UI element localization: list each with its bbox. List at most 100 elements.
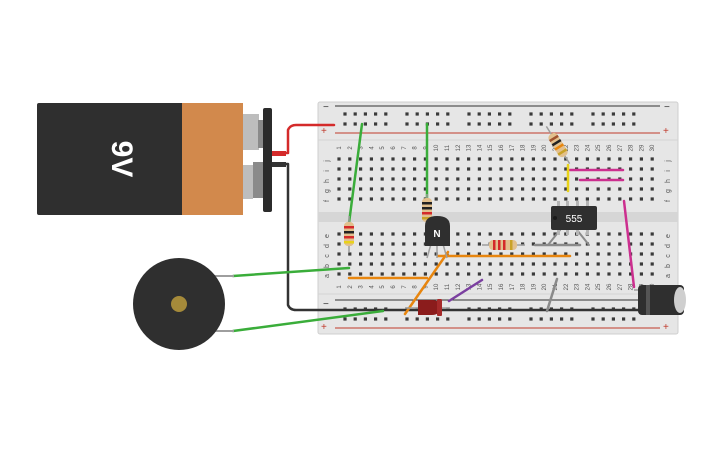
- terminal-hole[interactable]: [618, 262, 622, 266]
- rail-hole[interactable]: [591, 122, 595, 126]
- rail-hole[interactable]: [560, 317, 564, 321]
- terminal-hole[interactable]: [402, 242, 406, 246]
- terminal-hole[interactable]: [553, 177, 557, 181]
- terminal-hole[interactable]: [531, 187, 535, 191]
- terminal-hole[interactable]: [618, 187, 622, 191]
- terminal-hole[interactable]: [488, 262, 492, 266]
- terminal-hole[interactable]: [618, 157, 622, 161]
- terminal-hole[interactable]: [575, 252, 579, 256]
- terminal-hole[interactable]: [575, 197, 579, 201]
- terminal-hole[interactable]: [488, 232, 492, 236]
- terminal-hole[interactable]: [531, 197, 535, 201]
- terminal-hole[interactable]: [564, 187, 568, 191]
- terminal-hole[interactable]: [542, 262, 546, 266]
- resistor-horizontal[interactable]: [482, 240, 525, 250]
- terminal-hole[interactable]: [413, 167, 417, 171]
- terminal-hole[interactable]: [618, 252, 622, 256]
- rail-hole[interactable]: [601, 112, 605, 116]
- rail-hole[interactable]: [353, 122, 357, 126]
- terminal-hole[interactable]: [575, 272, 579, 276]
- terminal-hole[interactable]: [639, 232, 643, 236]
- rail-hole[interactable]: [539, 317, 543, 321]
- terminal-hole[interactable]: [585, 187, 589, 191]
- rail-hole[interactable]: [425, 317, 429, 321]
- rail-hole[interactable]: [436, 317, 440, 321]
- terminal-hole[interactable]: [531, 242, 535, 246]
- terminal-hole[interactable]: [510, 232, 514, 236]
- rail-hole[interactable]: [549, 122, 553, 126]
- rail-hole[interactable]: [632, 122, 636, 126]
- terminal-hole[interactable]: [445, 177, 449, 181]
- terminal-hole[interactable]: [402, 157, 406, 161]
- rail-hole[interactable]: [477, 112, 481, 116]
- terminal-hole[interactable]: [629, 187, 633, 191]
- rail-hole[interactable]: [384, 112, 388, 116]
- terminal-hole[interactable]: [359, 167, 363, 171]
- rail-hole[interactable]: [529, 112, 533, 116]
- led-red[interactable]: [405, 299, 450, 316]
- terminal-hole[interactable]: [359, 242, 363, 246]
- terminal-hole[interactable]: [337, 252, 341, 256]
- terminal-hole[interactable]: [391, 187, 395, 191]
- rail-hole[interactable]: [353, 112, 357, 116]
- terminal-hole[interactable]: [553, 157, 557, 161]
- terminal-hole[interactable]: [575, 187, 579, 191]
- terminal-hole[interactable]: [369, 167, 373, 171]
- terminal-hole[interactable]: [380, 167, 384, 171]
- terminal-hole[interactable]: [359, 232, 363, 236]
- wire-orange-diagonal[interactable]: [403, 250, 450, 316]
- rail-hole[interactable]: [415, 317, 419, 321]
- terminal-hole[interactable]: [402, 167, 406, 171]
- terminal-hole[interactable]: [423, 187, 427, 191]
- terminal-hole[interactable]: [359, 197, 363, 201]
- terminal-hole[interactable]: [369, 242, 373, 246]
- terminal-hole[interactable]: [359, 177, 363, 181]
- rail-hole[interactable]: [591, 112, 595, 116]
- terminal-hole[interactable]: [542, 157, 546, 161]
- terminal-hole[interactable]: [369, 252, 373, 256]
- terminal-hole[interactable]: [467, 187, 471, 191]
- terminal-hole[interactable]: [499, 262, 503, 266]
- terminal-hole[interactable]: [477, 272, 481, 276]
- terminal-hole[interactable]: [348, 157, 352, 161]
- terminal-hole[interactable]: [596, 242, 600, 246]
- terminal-hole[interactable]: [629, 242, 633, 246]
- terminal-hole[interactable]: [456, 167, 460, 171]
- terminal-hole[interactable]: [650, 167, 654, 171]
- rail-hole[interactable]: [436, 112, 440, 116]
- terminal-hole[interactable]: [391, 232, 395, 236]
- terminal-hole[interactable]: [434, 177, 438, 181]
- rail-hole[interactable]: [384, 317, 388, 321]
- terminal-hole[interactable]: [639, 272, 643, 276]
- terminal-hole[interactable]: [639, 177, 643, 181]
- rail-hole[interactable]: [611, 112, 615, 116]
- terminal-hole[interactable]: [488, 252, 492, 256]
- terminal-hole[interactable]: [369, 272, 373, 276]
- terminal-hole[interactable]: [510, 252, 514, 256]
- terminal-hole[interactable]: [607, 197, 611, 201]
- terminal-hole[interactable]: [553, 197, 557, 201]
- terminal-hole[interactable]: [423, 262, 427, 266]
- terminal-hole[interactable]: [348, 252, 352, 256]
- terminal-hole[interactable]: [629, 167, 633, 171]
- rail-hole[interactable]: [591, 317, 595, 321]
- terminal-hole[interactable]: [434, 157, 438, 161]
- terminal-hole[interactable]: [434, 262, 438, 266]
- terminal-hole[interactable]: [521, 252, 525, 256]
- terminal-hole[interactable]: [477, 262, 481, 266]
- terminal-hole[interactable]: [467, 242, 471, 246]
- terminal-hole[interactable]: [542, 232, 546, 236]
- terminal-hole[interactable]: [391, 242, 395, 246]
- terminal-hole[interactable]: [650, 177, 654, 181]
- rail-hole[interactable]: [415, 112, 419, 116]
- terminal-hole[interactable]: [553, 167, 557, 171]
- terminal-hole[interactable]: [391, 252, 395, 256]
- terminal-hole[interactable]: [639, 197, 643, 201]
- terminal-hole[interactable]: [564, 177, 568, 181]
- terminal-hole[interactable]: [510, 197, 514, 201]
- terminal-hole[interactable]: [337, 167, 341, 171]
- terminal-hole[interactable]: [413, 232, 417, 236]
- terminal-hole[interactable]: [629, 177, 633, 181]
- terminal-hole[interactable]: [477, 232, 481, 236]
- rail-hole[interactable]: [601, 122, 605, 126]
